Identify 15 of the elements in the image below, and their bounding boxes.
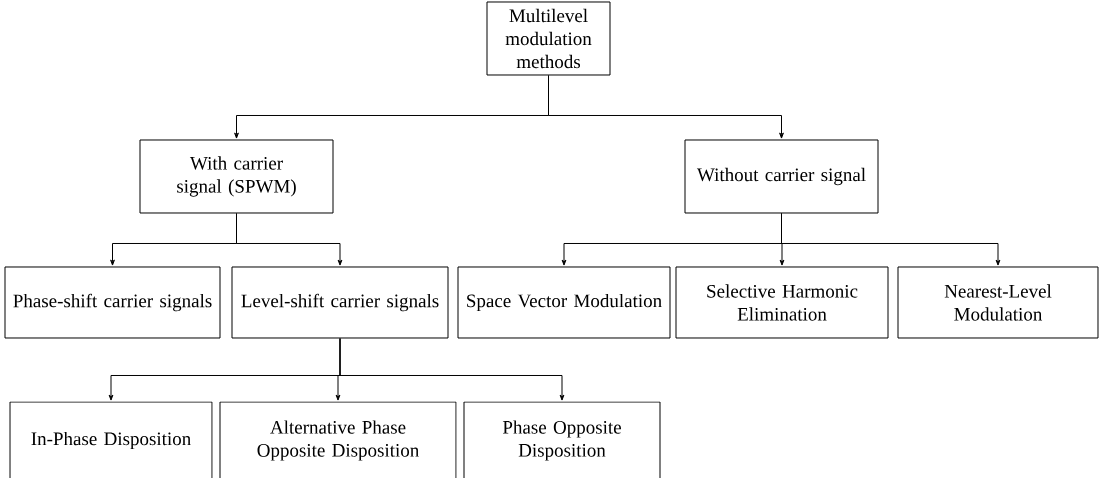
method-box: Space Vector Modulation (457, 266, 671, 339)
arrow (339, 338, 565, 401)
method-box: Nearest-Level Modulation (897, 266, 1099, 339)
method-box: Level-shift carrier signals (231, 266, 449, 339)
method-box: Multilevel modulation methods (486, 1, 611, 76)
arrow (236, 213, 343, 266)
method-box: Phase Opposite Disposition (463, 401, 661, 478)
method-box: In-Phase Disposition (9, 401, 213, 478)
method-box: Phase-shift carrier signals (4, 266, 221, 339)
arrow (781, 213, 1001, 266)
method-box: Selective Harmonic Elimination (675, 266, 889, 339)
arrow (548, 75, 784, 139)
method-box: With carrier signal (SPWM) (139, 139, 334, 214)
method-box: Alternative Phase Opposite Disposition (219, 401, 457, 478)
method-box: Without carrier signal (684, 139, 879, 214)
